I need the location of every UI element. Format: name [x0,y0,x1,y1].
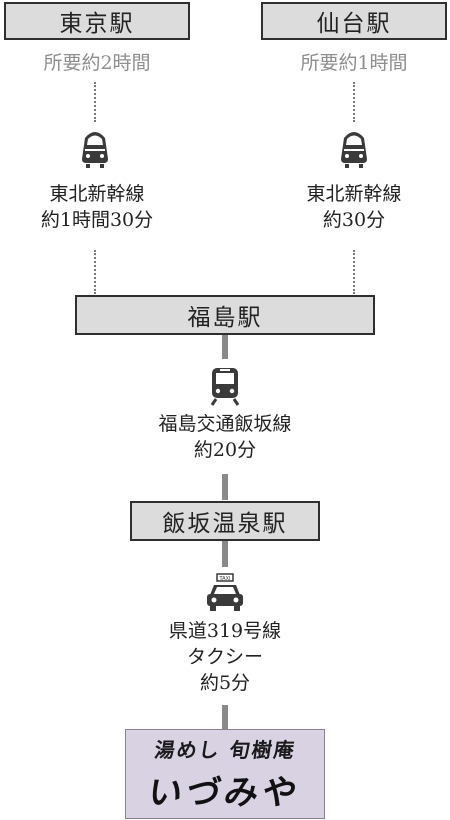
duration-sendai: 所要約1時間 [300,52,408,74]
dotted-connector [353,82,355,122]
dotted-connector [353,250,355,294]
destination-name: いづみや [144,773,304,813]
line-name: 福島交通飯坂線 [158,413,292,435]
station-tokyo: 東京駅 [4,2,190,40]
shinkansen-icon [341,132,367,168]
line-time: 約30分 [322,209,386,231]
taxi-sign-text: TAXI [219,576,231,582]
line-label-sendai: 東北新幹線 約30分 [261,181,447,233]
route-road: 県道319号線 [168,620,282,642]
line-label-iizaka: 福島交通飯坂線 約20分 [75,411,375,463]
station-iizaka-onsen: 飯坂温泉駅 [130,501,320,541]
shinkansen-icon [82,132,108,168]
taxi-icon: TAXI [207,573,243,611]
route-time: 約5分 [199,672,251,694]
line-name: 東北新幹線 [306,183,402,205]
train-icon [210,368,240,406]
destination-logo: 湯めし 旬樹庵 いづみや [125,729,325,819]
route-line [222,705,228,729]
dotted-connector [94,82,96,122]
route-mode: タクシー [186,646,263,668]
duration-tokyo: 所要約2時間 [43,52,151,74]
route-line [222,541,228,567]
station-fukushima: 福島駅 [75,295,375,335]
line-time: 約1時間30分 [40,209,154,231]
station-sendai: 仙台駅 [261,2,447,40]
route-line [222,335,228,359]
line-name: 東北新幹線 [49,183,145,205]
line-time: 約20分 [193,439,257,461]
destination-subtitle: 湯めし 旬樹庵 [152,738,297,762]
dotted-connector [94,250,96,294]
line-label-tokyo: 東北新幹線 約1時間30分 [4,181,190,233]
route-line [222,474,228,500]
route-label-taxi: 県道319号線 タクシー 約5分 [75,618,375,696]
